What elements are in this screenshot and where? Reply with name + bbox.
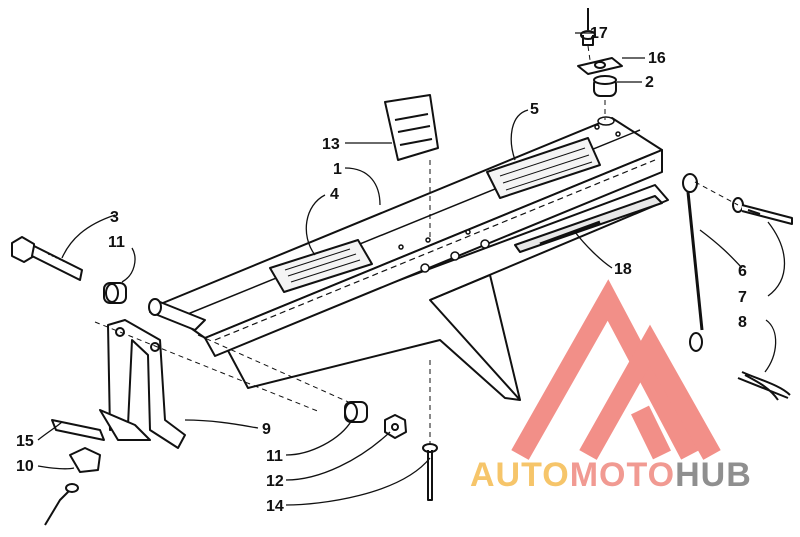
bracket-fin: [429, 274, 521, 401]
spacer-11-right: [344, 401, 368, 423]
decal-5: [486, 137, 601, 199]
callout-14: 14: [266, 498, 284, 515]
decal-5-text-lines: [499, 147, 593, 191]
callout-6: 6: [738, 263, 747, 280]
callout-1: 1: [333, 161, 342, 178]
callout-17: 17: [590, 25, 608, 42]
callout-13: 13: [322, 136, 340, 153]
callout-3: 3: [110, 209, 119, 226]
hitch-plate-front: [204, 149, 663, 357]
callout-16: 16: [648, 50, 666, 67]
center-lines: [94, 45, 739, 445]
callout-4: 4: [330, 186, 339, 203]
decal-18: [514, 195, 663, 253]
callout-8: 8: [738, 314, 747, 331]
logo-text-hub: HUB: [675, 456, 752, 494]
bushing-2: [593, 75, 617, 97]
plate-holes: [398, 116, 621, 273]
spacer-11-left: [103, 282, 127, 304]
callout-9: 9: [262, 421, 271, 438]
callout-labels: 17 16 2 5 13 1 4 3 11 18 6 7 8 9 15 10 1…: [16, 25, 747, 515]
decal-4-text-lines: [284, 248, 361, 283]
rivet-14: [422, 443, 438, 501]
clip-8: [737, 371, 791, 401]
logo-text-moto: MOTO: [570, 456, 675, 494]
knob-10: [44, 447, 101, 526]
logo-text-auto: AUTO: [470, 456, 570, 494]
callout-2: 2: [645, 74, 654, 91]
link-plate-15: [51, 419, 105, 441]
nut-12-hole: [391, 423, 399, 431]
hinge-pin-end: [148, 298, 162, 316]
stand-bracket-9: [99, 319, 186, 449]
clip-13-inner: [394, 113, 433, 146]
plate-16-hole: [594, 61, 606, 69]
callout-5: 5: [530, 101, 539, 118]
callout-15: 15: [16, 433, 34, 450]
watermark-logo: AUTOMOTOHUB: [470, 279, 752, 494]
callout-10: 10: [16, 458, 34, 475]
decal-18-stripe: [539, 220, 601, 246]
callout-12: 12: [266, 473, 284, 490]
callout-11-left: 11: [108, 234, 125, 251]
lanyard-6: [682, 173, 704, 352]
clip-13: [384, 94, 439, 161]
pin-7: [732, 197, 793, 225]
decal-4: [269, 239, 373, 293]
callout-7: 7: [738, 289, 747, 306]
logo-triangle-mark: [511, 279, 721, 460]
logo-text: AUTOMOTOHUB: [470, 456, 752, 494]
callout-11-right: 11: [266, 448, 283, 465]
leader-lines: [37, 32, 786, 506]
callout-18: 18: [614, 261, 632, 278]
bolt-3: [11, 236, 83, 281]
